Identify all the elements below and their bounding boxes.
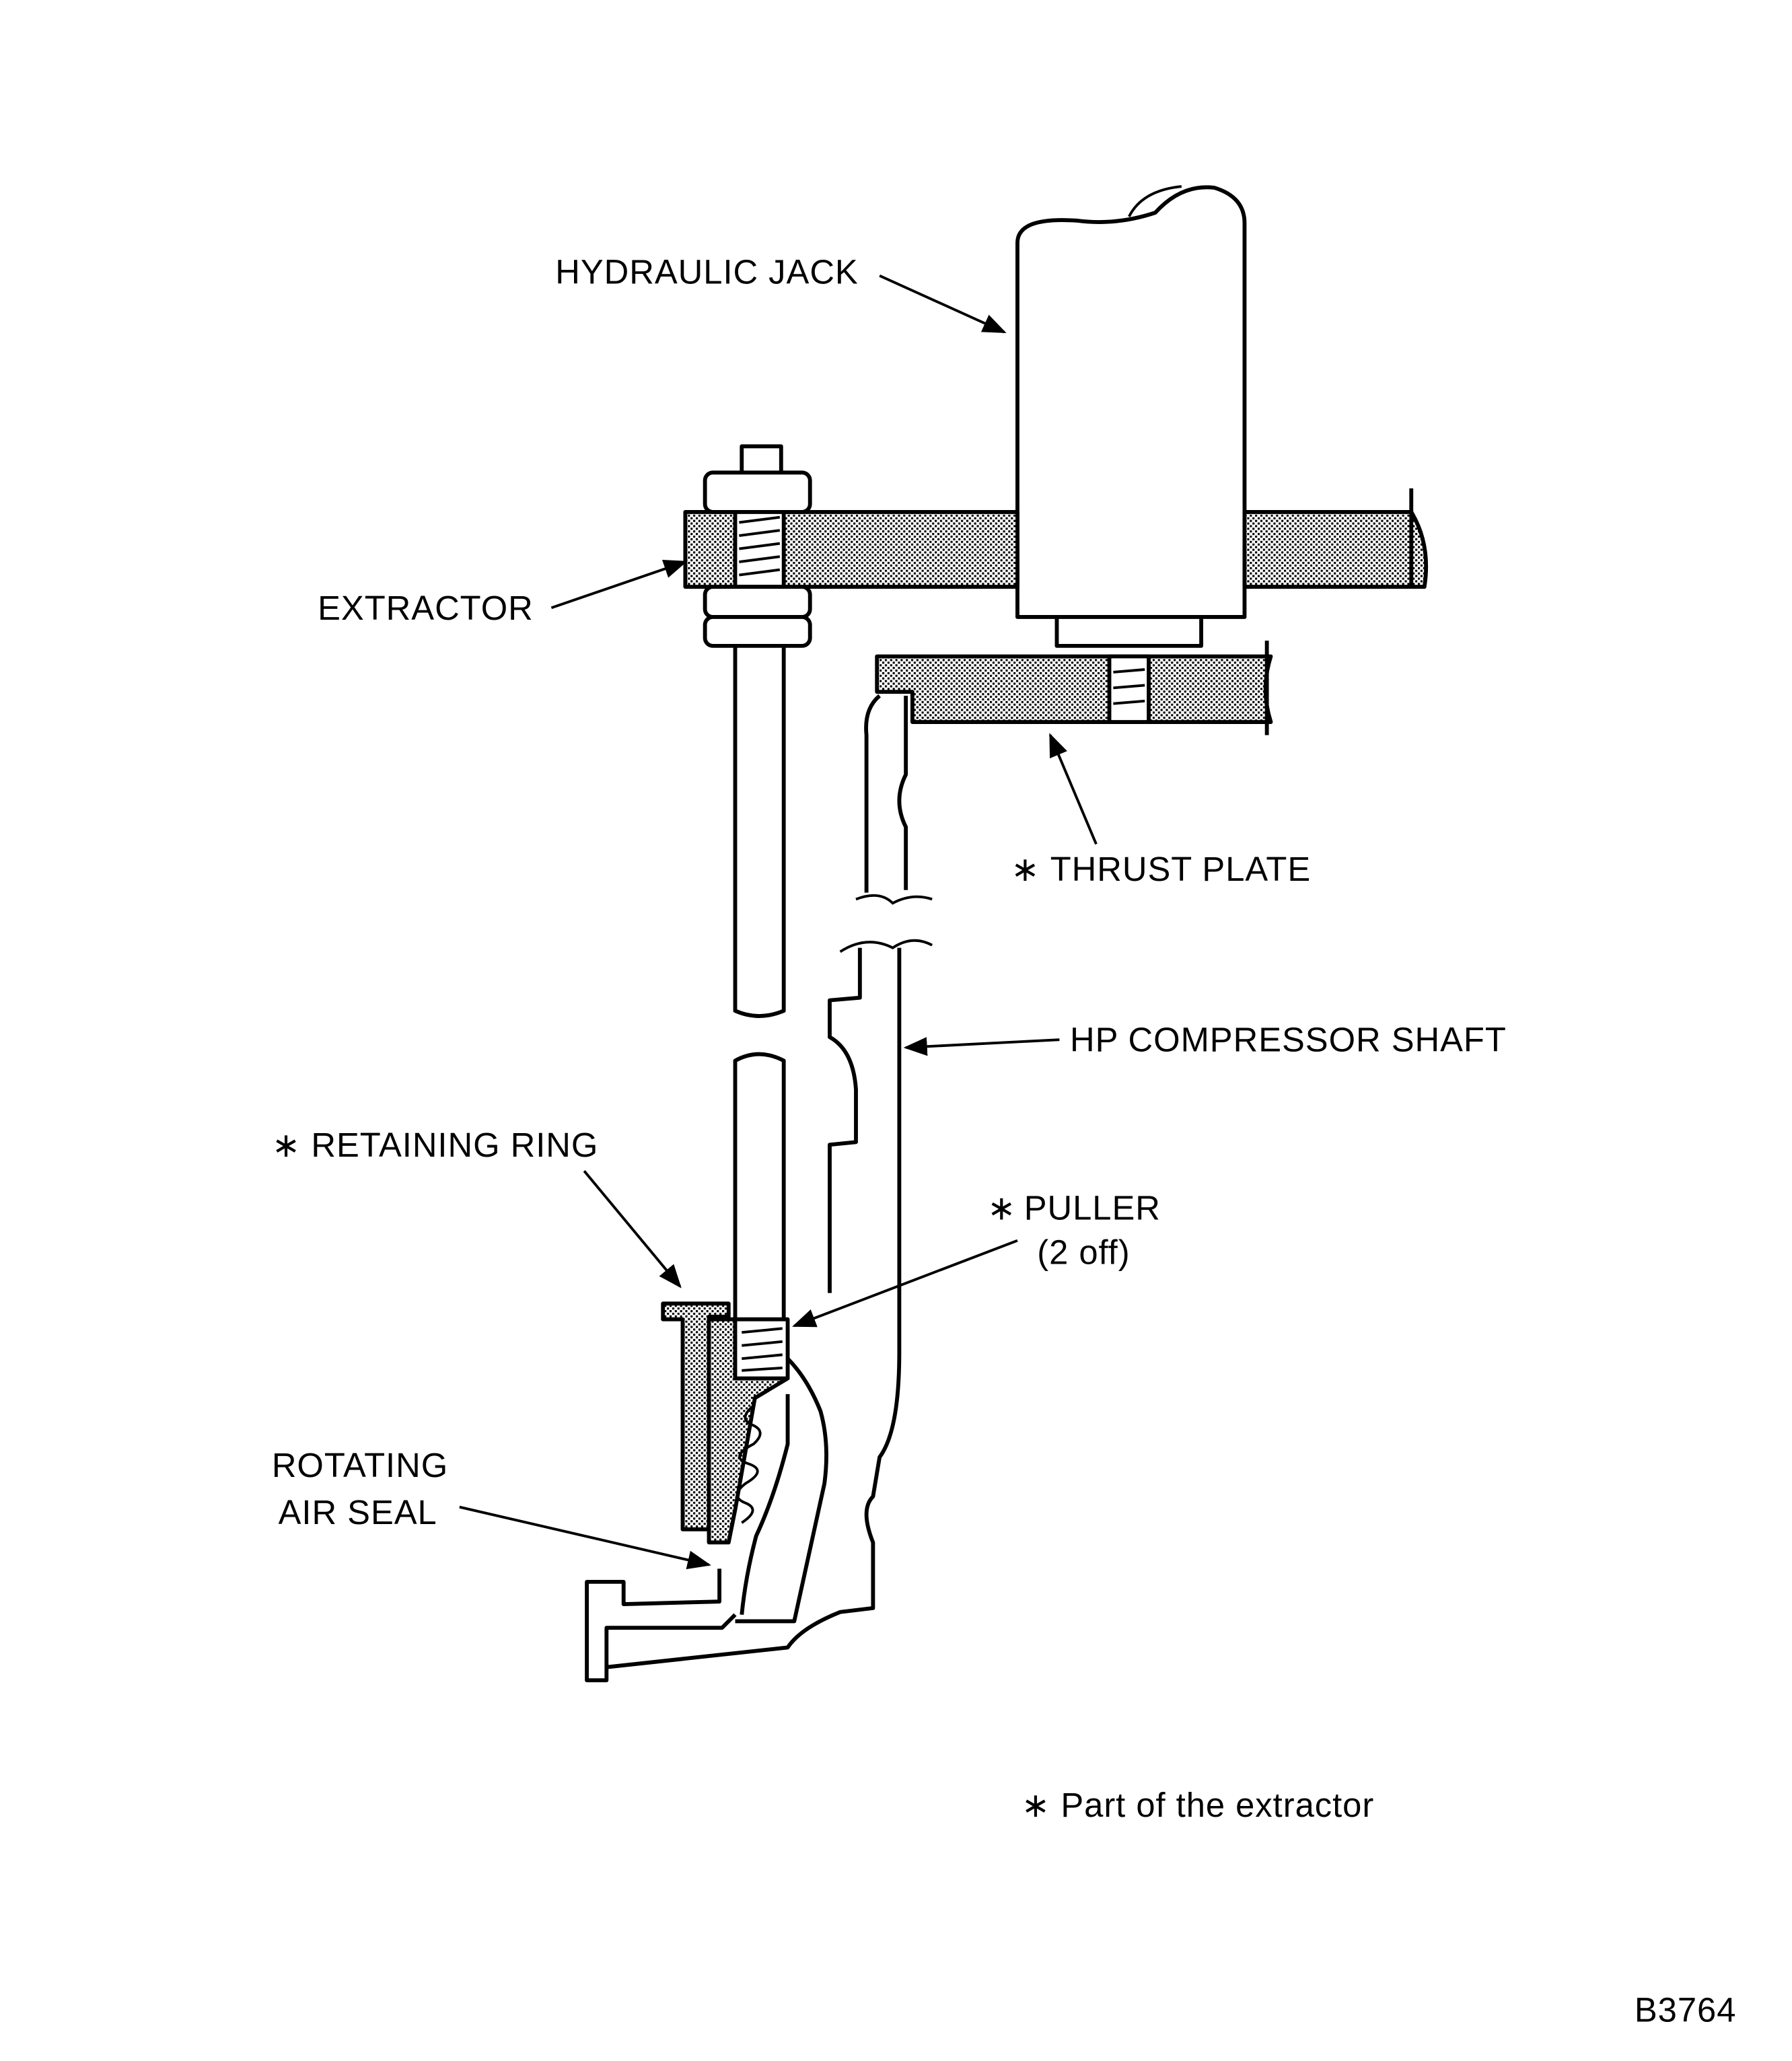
air-seal-leader <box>459 1505 711 1570</box>
footnote: Part of the extractor <box>1061 1786 1374 1824</box>
thrust-plate-label: THRUST PLATE <box>1050 850 1311 888</box>
puller-label-line1: PULLER <box>1024 1188 1161 1227</box>
rotating-air-seal <box>585 1301 902 1683</box>
thrust-plate <box>875 641 1273 735</box>
retaining-ring-label: RETAINING RING <box>311 1126 598 1164</box>
asterisk-retaining: ∗ <box>272 1126 301 1164</box>
hydraulic-jack-label: HYDRAULIC JACK <box>555 252 858 291</box>
extractor-leader <box>550 559 688 610</box>
asterisk-puller: ∗ <box>987 1188 1016 1227</box>
thrust-plate-leader <box>1048 733 1098 845</box>
puller-label-line2: (2 off) <box>1037 1233 1130 1272</box>
hp-compressor-shaft <box>828 694 933 1352</box>
figure-id: B3764 <box>1635 1990 1737 2029</box>
asterisk-thrust: ∗ <box>1011 850 1040 888</box>
puller-leader <box>792 1239 1018 1328</box>
threaded-rod <box>703 444 812 1319</box>
air-seal-label-line1: ROTATING <box>272 1446 448 1484</box>
extractor-label: EXTRACTOR <box>318 589 534 627</box>
hydraulic-jack-leader <box>879 274 1007 334</box>
asterisk-footnote: ∗ <box>1022 1786 1050 1824</box>
air-seal-label-line2: AIR SEAL <box>279 1493 437 1531</box>
hydraulic-jack <box>1015 185 1247 648</box>
hp-compressor-shaft-label: HP COMPRESSOR SHAFT <box>1070 1021 1507 1059</box>
retaining-ring-leader <box>583 1170 682 1289</box>
hp-compressor-shaft-leader <box>903 1037 1060 1056</box>
